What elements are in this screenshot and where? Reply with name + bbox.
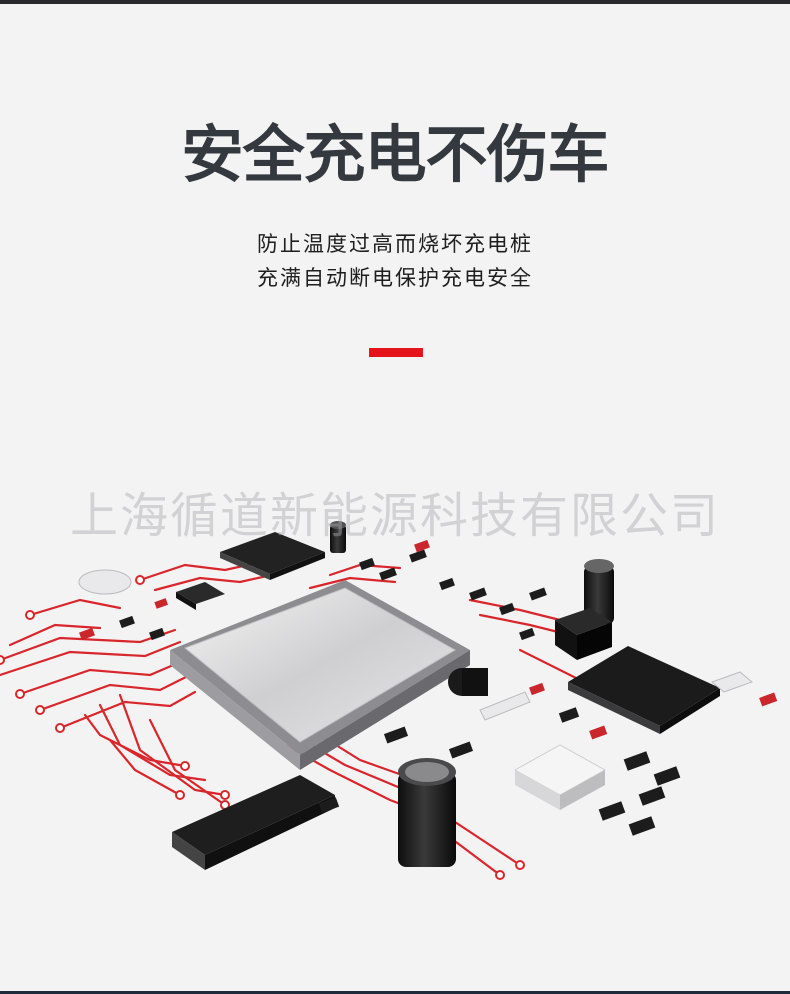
black-box-component xyxy=(555,608,612,660)
capacitor-small-top xyxy=(330,521,346,553)
subtitle-line-1: 防止温度过高而烧坏充电桩 xyxy=(257,232,533,256)
trace-terminals xyxy=(0,575,525,880)
white-module xyxy=(513,744,607,810)
bottom-border-strip xyxy=(0,991,790,994)
red-accent-bar xyxy=(369,348,423,357)
top-border-strip xyxy=(0,0,790,4)
electrolytic-capacitor-large xyxy=(398,758,456,867)
subtitle-line-2: 充满自动断电保护充电安全 xyxy=(257,266,533,290)
black-ic-bottom-left xyxy=(172,775,335,870)
small-white-components xyxy=(78,569,753,721)
company-watermark: 上海循道新能源科技有限公司 xyxy=(69,488,720,544)
main-processor-chip xyxy=(170,580,470,770)
red-smd-components xyxy=(79,539,778,740)
black-chip-top-left xyxy=(220,532,325,580)
black-box-left xyxy=(176,582,225,610)
smd-components xyxy=(119,549,681,836)
capacitor-lying xyxy=(448,668,488,696)
page-headline: 安全充电不伤车 xyxy=(181,118,609,191)
circuit-board-illustration xyxy=(0,521,778,880)
black-chip-right xyxy=(568,646,720,734)
